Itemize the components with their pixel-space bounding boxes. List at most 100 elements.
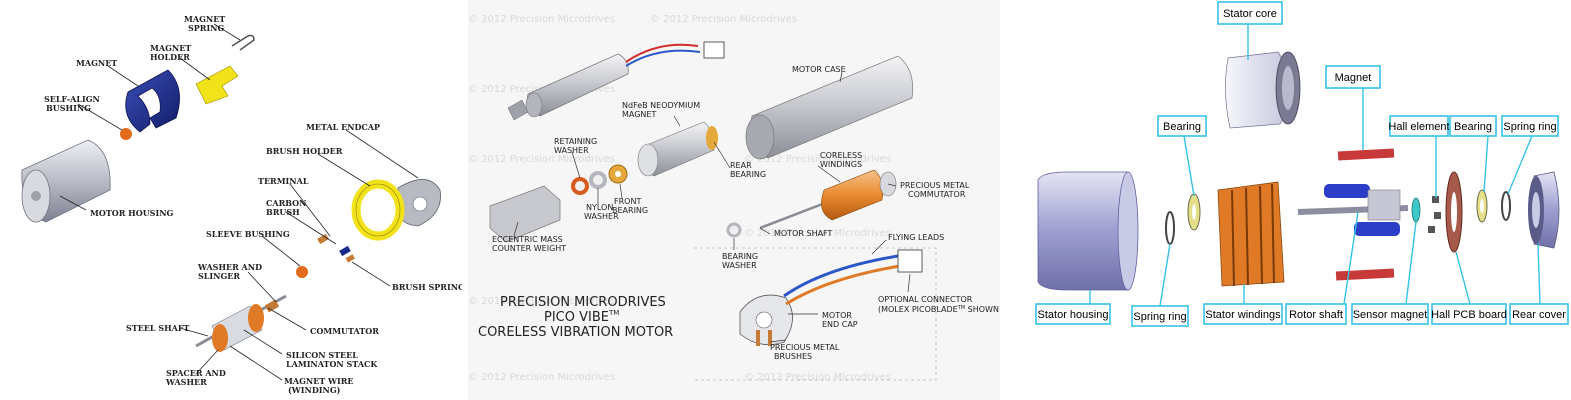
label-ndfeb-1: NdFeB NEODYMIUM bbox=[622, 101, 700, 110]
coreless-windings-part bbox=[759, 169, 897, 230]
magnet-holder-part bbox=[195, 65, 239, 105]
hall-element-part bbox=[1428, 196, 1441, 233]
label-end-cap-2: END CAP bbox=[822, 320, 858, 329]
watermark: © 2012 Precision Microdrives bbox=[744, 154, 891, 165]
label-magnet-holder-1: MAGNET bbox=[150, 43, 191, 53]
label-stator-windings: Stator windings bbox=[1205, 309, 1281, 321]
label-magnet: Magnet bbox=[1335, 72, 1372, 84]
label-bearing-left: Bearing bbox=[1163, 121, 1201, 133]
bearing-washer-part bbox=[726, 222, 742, 238]
label-spacer-washer-2: WASHER bbox=[165, 377, 207, 387]
label-washer-slinger-1: WASHER AND bbox=[197, 262, 262, 272]
label-spring-ring-bottom: Spring ring bbox=[1133, 311, 1186, 323]
label-coreless-1: CORELESS bbox=[820, 151, 862, 160]
brushed-motor-diagram: MAGNET SPRING MAGNET HOLDER MAGNET SELF-… bbox=[0, 0, 462, 400]
motor-housing-part bbox=[21, 139, 111, 223]
sleeve-bushing-part bbox=[296, 266, 308, 278]
label-nylon-1: NYLON bbox=[586, 203, 613, 212]
label-precious-comm-1: PRECIOUS METAL bbox=[900, 181, 970, 190]
brushless-motor-diagram: Stator core Magnet Bearing Hall element … bbox=[1008, 0, 1571, 400]
label-rear-cover: Rear cover bbox=[1512, 309, 1566, 321]
watermark: © 2012 Precision Microdrives bbox=[744, 372, 891, 383]
label-sleeve-bushing: SLEEVE BUSHING bbox=[206, 229, 290, 239]
end-cap-group-outline bbox=[694, 247, 937, 381]
coreless-motor-diagram: © 2012 Precision Microdrives © 2012 Prec… bbox=[468, 0, 1000, 400]
label-optional-1: OPTIONAL CONNECTOR bbox=[878, 295, 973, 304]
callout-sensor-magnet bbox=[1351, 303, 1429, 325]
watermark: © 2012 Precision Microdrives bbox=[468, 154, 615, 165]
label-rear-bearing-2: BEARING bbox=[730, 170, 766, 179]
watermark: © 2012 Precision Microdrives bbox=[468, 296, 615, 307]
label-coreless-2: WINDINGS bbox=[820, 160, 862, 169]
callout-magnet bbox=[1325, 65, 1381, 89]
label-eccentric-2: COUNTER WEIGHT bbox=[492, 244, 566, 253]
magnet-part bbox=[1335, 268, 1395, 281]
callout-bearing-right bbox=[1449, 115, 1497, 137]
bearing-left-part bbox=[1187, 193, 1201, 231]
rear-cover-part bbox=[1528, 171, 1560, 249]
callout-spring-ring-top bbox=[1501, 115, 1559, 137]
panel3-leader-lines bbox=[1089, 24, 1541, 307]
label-brush-spring: BRUSH SPRING bbox=[392, 282, 462, 292]
stator-housing-part bbox=[1037, 171, 1139, 291]
diagram-title-line3: CORELESS VIBRATION MOTOR bbox=[478, 325, 673, 340]
assembled-motor-part bbox=[507, 41, 725, 121]
carbon-brush-part bbox=[317, 233, 355, 263]
label-washer-slinger-2: SLINGER bbox=[198, 271, 240, 281]
label-silicon-steel-2: LAMINATON STACK bbox=[286, 359, 378, 369]
motor-case-part bbox=[745, 55, 914, 160]
label-motor-housing: MOTOR HOUSING bbox=[90, 208, 174, 218]
label-magnet-holder-2: HOLDER bbox=[150, 52, 190, 62]
label-self-align-1: SELF-ALIGN bbox=[44, 94, 100, 104]
label-nylon-2: WASHER bbox=[584, 212, 619, 221]
watermark: © 2012 Precision Microdrives bbox=[650, 14, 797, 25]
label-motor-case: MOTOR CASE bbox=[792, 65, 846, 74]
label-magnet-spring-2: SPRING bbox=[188, 23, 224, 33]
callout-stator-core bbox=[1217, 1, 1283, 25]
armature-part bbox=[195, 294, 287, 352]
rotor-shaft-part bbox=[1297, 184, 1409, 236]
label-sensor-magnet: Sensor magnet bbox=[1353, 309, 1428, 321]
spring-ring-left-part bbox=[1165, 211, 1175, 245]
callout-stator-windings bbox=[1203, 303, 1283, 325]
label-magnet-wire-1: MAGNET WIRE bbox=[284, 376, 354, 386]
callout-rotor-shaft bbox=[1285, 303, 1347, 325]
spring-ring-right-part bbox=[1501, 191, 1511, 221]
stator-windings-part bbox=[1217, 181, 1285, 287]
label-retaining-1: RETAINING bbox=[554, 137, 597, 146]
magnet-part bbox=[1337, 148, 1395, 161]
label-carbon-brush-2: BRUSH bbox=[266, 207, 300, 217]
panel1-leader-lines bbox=[59, 23, 419, 381]
callout-spring-ring-bottom bbox=[1131, 305, 1189, 327]
label-rear-bearing-1: REAR bbox=[730, 161, 752, 170]
motor-end-cap-part bbox=[739, 249, 923, 346]
diagram-title-line1: PRECISION MICRODRIVES bbox=[500, 295, 666, 310]
label-hall-element: Hall element bbox=[1388, 121, 1449, 133]
label-stator-core: Stator core bbox=[1223, 8, 1277, 20]
ndfeb-magnet-part bbox=[637, 121, 718, 177]
label-eccentric-1: ECCENTRIC MASS bbox=[492, 235, 563, 244]
label-magnet-wire-2: (WINDING) bbox=[288, 385, 341, 395]
label-precious-comm-2: COMMUTATOR bbox=[908, 190, 966, 199]
self-align-bushing-part bbox=[120, 128, 132, 140]
label-stator-housing: Stator housing bbox=[1038, 309, 1109, 321]
label-front-2: BEARING bbox=[612, 206, 648, 215]
label-optional-2: (MOLEX PICOBLADETM SHOWN) bbox=[878, 305, 1000, 314]
label-self-align-2: BUSHING bbox=[46, 103, 91, 113]
nylon-washer-part bbox=[589, 171, 607, 189]
label-brush-holder: BRUSH HOLDER bbox=[266, 146, 343, 156]
label-rotor-shaft: Rotor shaft bbox=[1289, 309, 1343, 321]
callout-hall-pcb bbox=[1431, 303, 1507, 325]
label-commutator: COMMUTATOR bbox=[310, 326, 379, 336]
diagram-title-line2: PICO VIBETM bbox=[544, 309, 619, 325]
watermark: © 2012 Precision Microdrives bbox=[468, 372, 615, 383]
callout-rear-cover bbox=[1509, 303, 1569, 325]
label-hall-pcb: Hall PCB board bbox=[1431, 309, 1507, 321]
label-terminal: TERMINAL bbox=[258, 176, 309, 186]
label-carbon-brush-1: CARBON bbox=[266, 198, 306, 208]
watermark: © 2012 Precision Microdrives bbox=[744, 228, 891, 239]
label-bearing-washer-2: WASHER bbox=[722, 261, 757, 270]
label-steel-shaft: STEEL SHAFT bbox=[126, 323, 190, 333]
callout-hall-element bbox=[1389, 115, 1449, 137]
label-end-cap-1: MOTOR bbox=[822, 311, 852, 320]
